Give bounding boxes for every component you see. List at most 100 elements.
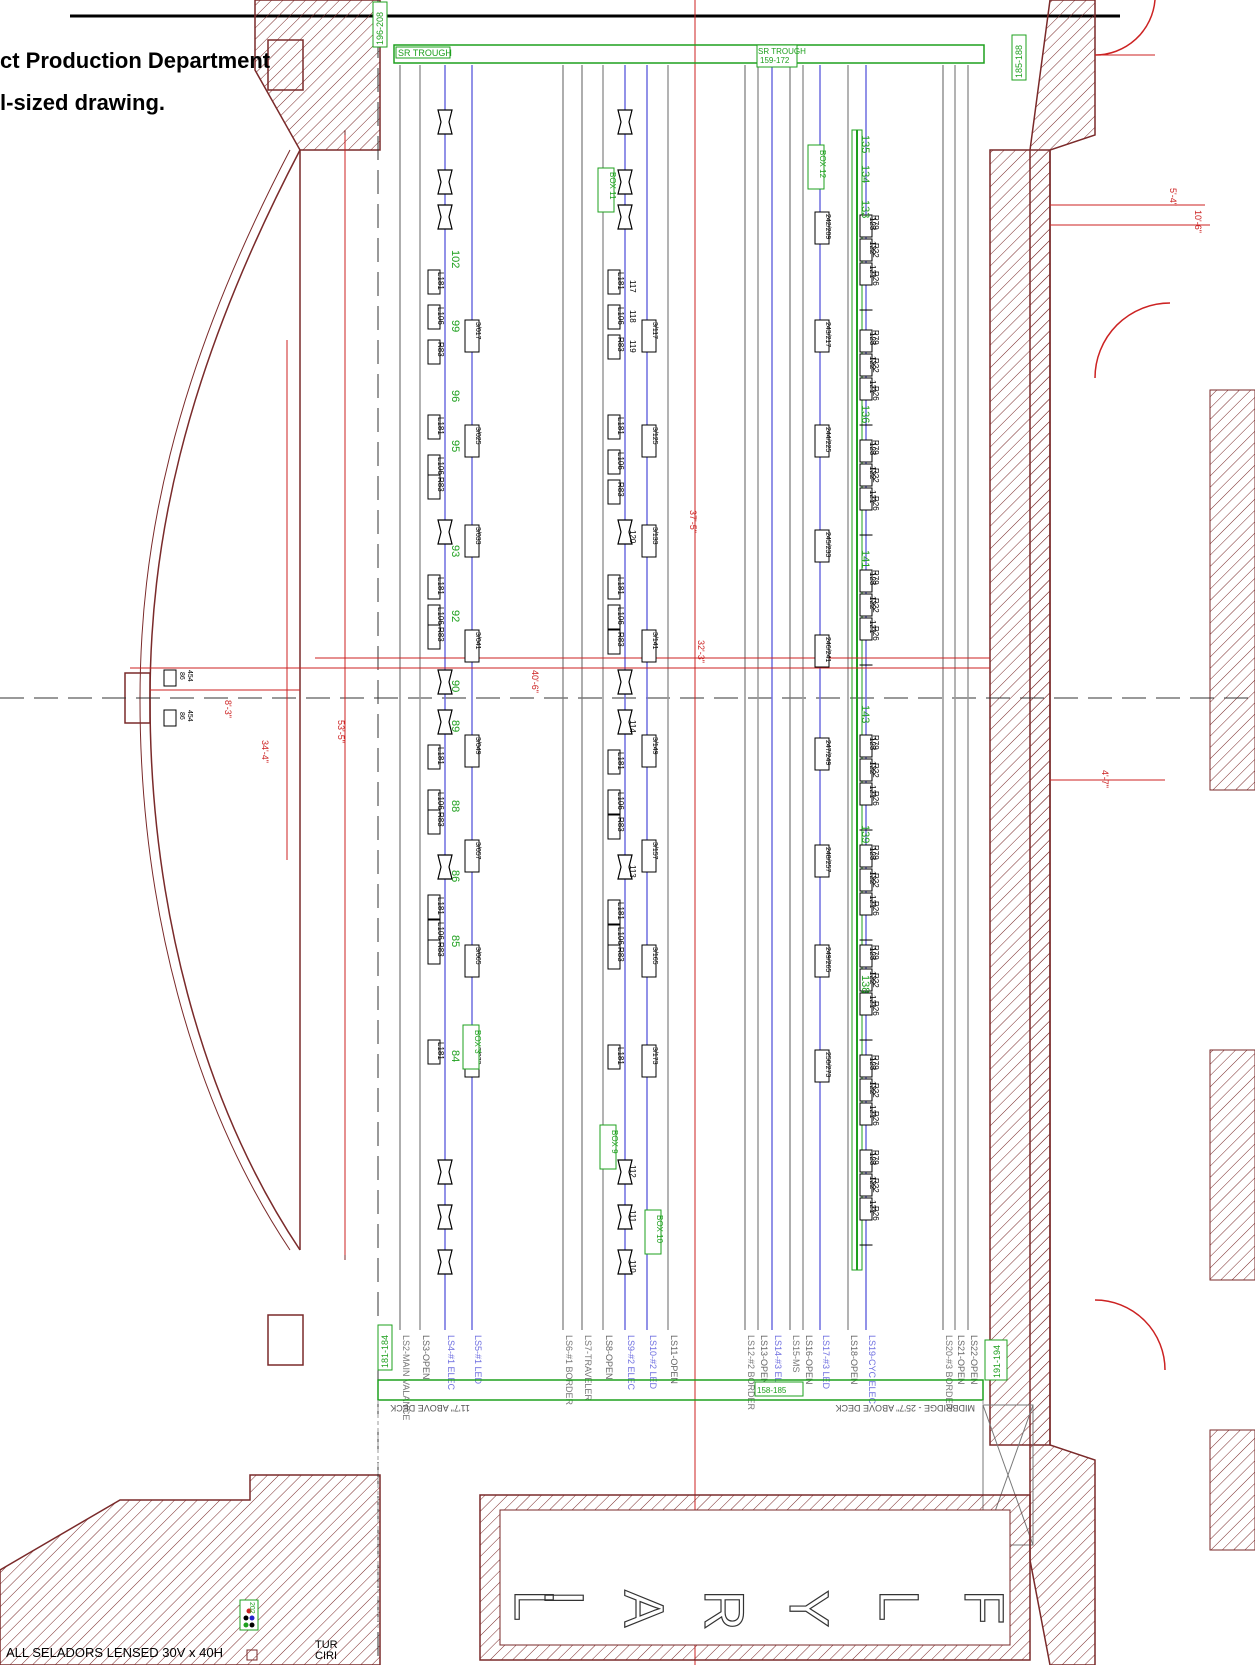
fixture-label: L181 [616,752,625,770]
fixture-icon [617,204,633,230]
fixture-box [607,814,621,840]
fixture-label: L106 [616,307,625,325]
fixture-box [464,524,480,558]
fixture-box [814,319,830,353]
fixture-label: 245/233 [824,532,831,557]
fixture-icon [437,1159,453,1185]
fixture-icon [617,1159,633,1185]
dim-37-5: 37'-5" [688,510,698,533]
fixture-box [859,238,873,262]
fixture-label: L106 [436,457,445,475]
fixture-label: 123 [868,442,877,456]
fixture-box [427,809,441,835]
fixture-box [641,424,657,458]
fixture-label: R22 [871,598,880,613]
fixture-box [427,744,441,770]
fixture-label: R79 [871,845,880,860]
lineset-label: LS11-OPEN [669,1335,679,1384]
lineset-label: LS6-#1 BORDER [564,1335,574,1406]
fixture-label: 454 [186,710,193,722]
lineset-label: LS17-#3 LED [821,1335,831,1390]
fixture-icon [437,169,453,195]
fixture-box [859,868,873,892]
fixture-label: 102 [449,250,461,268]
fixture-box [427,339,441,365]
fixture-label: 120 [628,530,637,544]
fixture-box [427,939,441,965]
fixture-box [641,1044,657,1078]
fixture-label: R26 [871,901,880,916]
fixture-label: R79 [871,1150,880,1165]
fixture-box [814,529,830,563]
fixture-box [464,839,480,873]
fixture-box [464,629,480,663]
fixture-label: L106 [616,927,625,945]
fixture-label: 121 [868,490,877,504]
fly-rail-letter: L [503,1590,566,1621]
fixture-label: 121 [868,895,877,909]
sr-trough-left-label: SR TROUGH [398,48,452,58]
fixture-label: 250/273 [824,1052,831,1077]
fixture-label: 121 [868,1105,877,1119]
fixture-label: 139 [859,825,871,843]
fixture-box [814,737,830,771]
box-10-label: BOX 10 [655,1215,664,1244]
fixture-label: 3/133 [651,527,658,545]
fixture-box [427,1039,441,1065]
lineset-label: LS2-MAIN VALANCE [401,1335,411,1420]
fixture-label: R26 [871,1111,880,1126]
fixture-label: 121 [868,265,877,279]
fixture-icon [617,519,633,545]
fixture-label: 3/025 [474,427,481,445]
fixture-box [607,604,621,630]
fixture-box [814,844,830,878]
dim-4-7: 4'-7" [1100,770,1110,788]
fixture-label: 135 [859,135,871,153]
fixture-label: 133 [859,200,871,218]
fixture-box [814,211,830,245]
fixture-icon [437,1249,453,1275]
fixture-label: L106 [616,792,625,810]
lineset-label: LS15-MS [791,1335,801,1373]
fixture-label: 122 [868,596,877,610]
top-left-range: 196-208 [375,12,385,45]
fixture-label: 138 [859,975,871,993]
fixture-label: L106 [436,307,445,325]
fixture-box [607,479,621,505]
fixture-icon [617,169,633,195]
dim-53-5: 53'-5" [336,720,346,743]
lineset-label: LS14-#3 ELEC [773,1335,783,1396]
fixture-label: 122 [868,761,877,775]
fixture-label: 244/225 [824,427,831,452]
dim-5-4: 5'-4" [1168,188,1178,206]
fixture-group: L181L106R83L181L106R83L181L106R83L181L10… [163,109,880,1275]
fixture-label: R83 [436,342,445,357]
fixture-label: L181 [616,577,625,595]
fixture-label: L181 [616,272,625,290]
fixture-label: 3/141 [651,632,658,650]
fixture-box [464,319,480,353]
fixture-box [859,992,873,1016]
top-right-range: 185-188 [1014,45,1024,78]
fixture-label: 249/265 [824,947,831,972]
fixture-box [641,839,657,873]
fixture-label: R83 [436,812,445,827]
fixture-label: R22 [871,468,880,483]
fixture-label: R22 [871,358,880,373]
fixture-box [859,617,873,641]
fixture-label: L181 [436,1042,445,1060]
fixture-label: 3/065 [474,947,481,965]
fixture-box [859,214,873,238]
fixture-box [859,734,873,758]
lineset-label: LS5-#1 LED [473,1335,483,1385]
fixture-label: 3/041 [474,632,481,650]
fly-rail-letter: L [868,1590,931,1621]
lineset-label: LS8-OPEN [604,1335,614,1380]
dim-10-6: 10'-6" [1193,210,1203,233]
fixture-label: L106 [436,922,445,940]
lineset-label: LS22-OPEN [969,1335,979,1385]
box-9-label: BOX 9 [610,1130,619,1154]
fixture-label: 93 [449,545,461,557]
